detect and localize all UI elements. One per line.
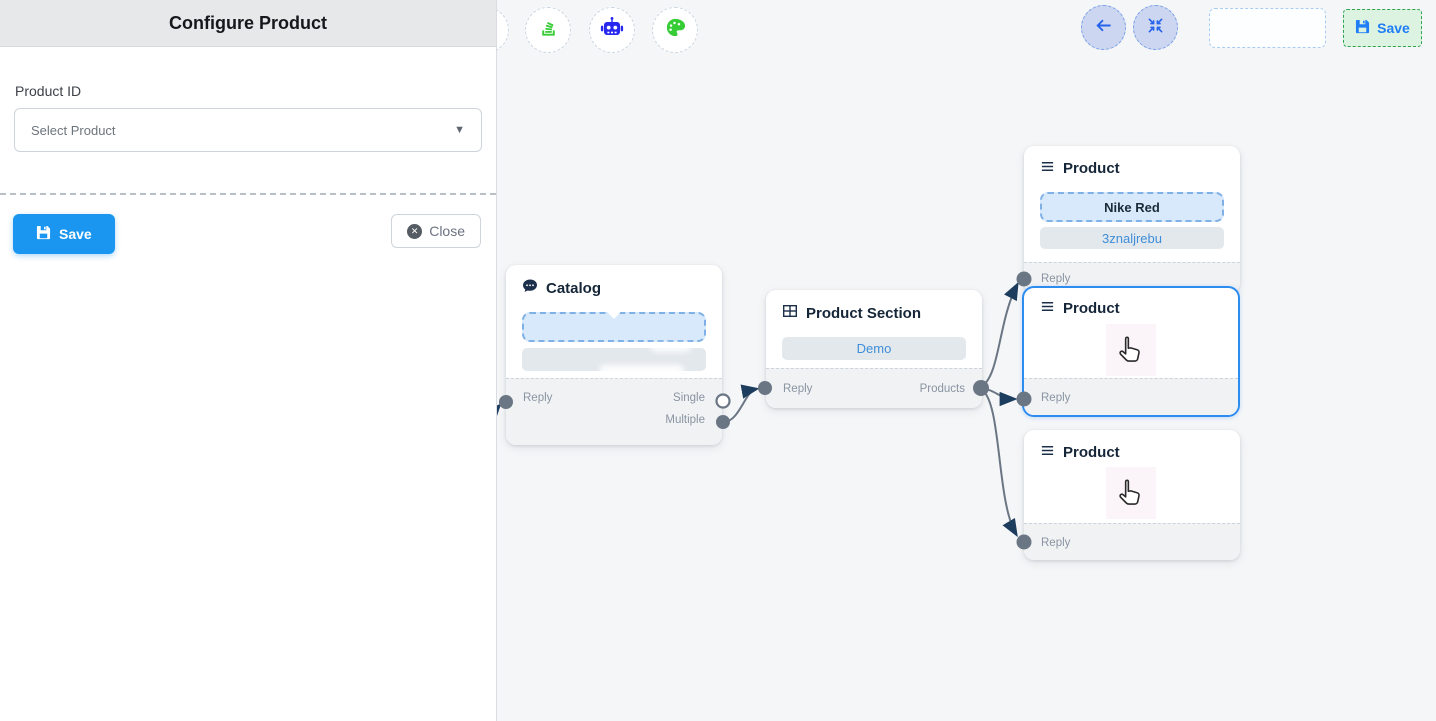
edge-products-to-top-reply xyxy=(980,281,1019,388)
product-secondary-value[interactable]: 3znaljrebu xyxy=(1040,227,1224,249)
palette-button[interactable] xyxy=(652,7,698,53)
port-reply[interactable]: Reply xyxy=(1041,272,1071,285)
edge-products-to-bottom-reply xyxy=(980,388,1018,538)
back-button[interactable] xyxy=(1081,5,1126,50)
save-icon xyxy=(36,225,51,243)
table-grid-icon xyxy=(782,303,798,323)
node-product-section[interactable]: Product Section Demo Reply Products xyxy=(766,290,982,408)
node-title: Product xyxy=(1063,160,1120,177)
product-select[interactable]: Select Product ▼ xyxy=(14,108,482,152)
configure-product-panel: Configure Product Product ID Select Prod… xyxy=(0,0,497,721)
edge-into-catalog-reply xyxy=(497,403,502,422)
panel-title: Configure Product xyxy=(0,0,496,47)
node-title: Product xyxy=(1063,444,1120,461)
edge-multiple-to-section-reply xyxy=(722,384,760,424)
toolbar-hidden-button[interactable] xyxy=(497,7,509,53)
canvas-save-button[interactable]: Save xyxy=(1343,9,1422,47)
port-products[interactable]: Products xyxy=(919,383,965,395)
save-button-label: Save xyxy=(59,226,92,242)
close-button[interactable]: ✕ Close xyxy=(391,214,481,248)
node-title: Product Section xyxy=(806,304,922,322)
canvas-save-label: Save xyxy=(1377,20,1410,36)
chat-bubble-icon xyxy=(522,278,538,298)
node-title: Catalog xyxy=(546,279,602,297)
product-id-label: Product ID xyxy=(15,83,82,99)
flow-canvas[interactable]: Save Catalog Reply Single Multiple xyxy=(497,0,1436,721)
stack-icon xyxy=(537,16,560,44)
edge-products-to-middle-reply xyxy=(980,387,1018,407)
stack-button[interactable] xyxy=(525,7,571,53)
arrow-left-icon xyxy=(1094,16,1113,40)
chevron-down-icon: ▼ xyxy=(454,124,465,136)
empty-drop-slot[interactable] xyxy=(1209,8,1326,48)
node-product-middle[interactable]: Product Reply xyxy=(1022,286,1240,417)
close-button-label: Close xyxy=(429,223,465,239)
node-title: Product xyxy=(1063,300,1120,317)
robot-icon xyxy=(600,16,624,45)
hamburger-icon xyxy=(1040,443,1055,462)
fit-view-button[interactable] xyxy=(1133,5,1178,50)
compress-icon xyxy=(1147,17,1164,39)
port-single[interactable]: Single xyxy=(673,392,705,404)
port-reply[interactable]: Reply xyxy=(523,392,553,404)
port-reply[interactable]: Reply xyxy=(783,383,813,395)
slot-notch xyxy=(607,306,621,319)
node-catalog[interactable]: Catalog Reply Single Multiple xyxy=(506,265,722,445)
close-icon: ✕ xyxy=(407,223,423,239)
port-reply[interactable]: Reply xyxy=(1041,391,1071,404)
catalog-dashed-slot[interactable] xyxy=(522,306,706,342)
hamburger-icon xyxy=(1040,159,1055,178)
port-multiple[interactable]: Multiple xyxy=(665,414,705,426)
hamburger-icon xyxy=(1040,299,1055,318)
palette-icon xyxy=(664,16,687,44)
port-reply[interactable]: Reply xyxy=(1041,536,1071,549)
product-select-placeholder: Select Product xyxy=(31,122,116,138)
redacted-smudge xyxy=(599,365,684,375)
save-button[interactable]: Save xyxy=(13,214,115,254)
node-product-top[interactable]: Product Nike Red 3znaljrebu Reply xyxy=(1024,146,1240,293)
catalog-gray-slot[interactable] xyxy=(522,344,706,375)
section-value[interactable]: Demo xyxy=(782,337,966,360)
redacted-smudge xyxy=(650,344,692,352)
robot-button[interactable] xyxy=(589,7,635,53)
product-primary-value[interactable]: Nike Red xyxy=(1040,192,1224,222)
node-product-bottom[interactable]: Product Reply xyxy=(1024,430,1240,560)
canvas-save-icon xyxy=(1355,19,1370,37)
panel-divider xyxy=(0,193,496,195)
